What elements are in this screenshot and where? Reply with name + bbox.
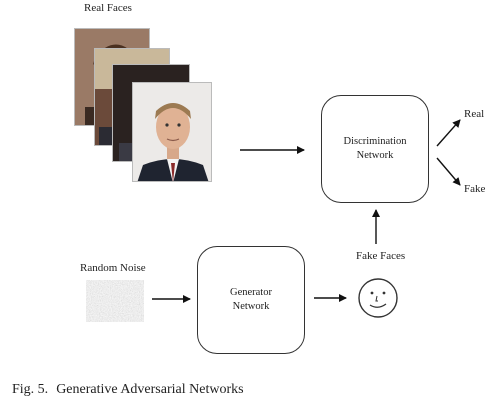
arrow-discriminator-to-fake [436,157,461,186]
figure-caption: Fig. 5. Generative Adversarial Networks [12,382,244,398]
smiley-face-icon [357,277,399,319]
real-faces-label: Real Faces [84,2,132,14]
generator-network-label-line1: Generator [230,287,272,298]
discrimination-network-label-line2: Network [356,150,394,161]
figure-caption-text: Generative Adversarial Networks [56,382,244,397]
real-output-label: Real [464,108,485,120]
figure-caption-prefix: Fig. 5. [12,382,49,397]
generator-network-box: Generator Network [197,246,305,354]
face-photo-icon [132,82,212,182]
discrimination-network-label-line1: Discrimination [343,136,407,147]
random-noise-label: Random Noise [80,262,146,274]
arrow-discriminator-to-real [436,119,461,147]
discrimination-network-box: Discrimination Network [321,95,429,203]
fake-faces-label: Fake Faces [356,250,406,262]
generator-network-label-line2: Network [232,301,270,312]
noise-patch-icon [86,280,144,322]
fake-output-label: Fake [464,183,486,195]
